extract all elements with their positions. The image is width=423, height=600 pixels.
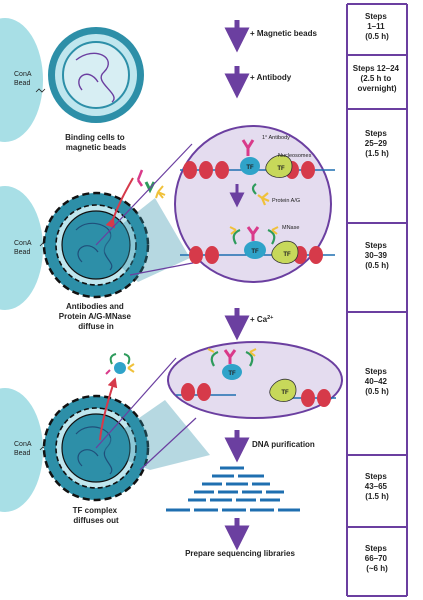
tf-secondary [271, 240, 299, 264]
caption-cell-3: TF complex diffuses out [73, 506, 120, 525]
bound-antibody [246, 226, 260, 241]
chromatin-2 [75, 222, 113, 271]
mnase-label: MNase [282, 225, 299, 231]
nucleosome [301, 161, 315, 179]
cell-1 [48, 27, 144, 123]
steps-12-24: Steps 12–24 (2.5 h to overnight) [353, 64, 402, 93]
nucleosome [309, 246, 323, 264]
tf-secondary [265, 154, 293, 178]
primary-antibody [241, 139, 255, 156]
flow-step-dna-purification: DNA purification [252, 440, 315, 449]
protein-ag-label: Protein A/G [272, 198, 300, 204]
mnase-arms [232, 228, 276, 245]
zoom-panel-1: TF TF 1° Antibody Nucleosomes Protein A/… [95, 125, 335, 283]
caption-cell-1: Binding cells to magnetic beads [65, 133, 127, 152]
nucleosome [181, 383, 195, 401]
bead-label-line: Bead [14, 249, 30, 256]
chromatin-1 [75, 52, 115, 103]
cona-bead-3 [0, 388, 43, 512]
tf2-label: TF [281, 390, 289, 396]
nucleosomes-label: Nucleosomes [278, 153, 312, 159]
steps-43-65: Steps 43–65 (1.5 h) [365, 472, 389, 501]
chromatin-3 [75, 426, 113, 475]
cell-2 [42, 169, 190, 299]
nucleosome [189, 246, 203, 264]
bead-label-line: Bead [14, 80, 30, 87]
nucleosome [317, 389, 331, 407]
steps-40-42: Steps 40–42 (0.5 h) [365, 367, 389, 396]
bead-label-line: Bead [14, 450, 30, 457]
tf-label: TF [246, 165, 254, 171]
released-complex [105, 353, 135, 375]
protein-ag-bound [229, 226, 279, 235]
steps-1-11: Steps 1–11 (0.5 h) [365, 12, 389, 41]
diffuse-in-arrow [105, 177, 134, 229]
tf-label: TF [228, 371, 236, 377]
cona-bead-1 [0, 18, 43, 142]
protein-ag-mnase [257, 192, 270, 206]
bead-link-1 [35, 88, 46, 93]
nucleosome [205, 246, 219, 264]
zoom-source-2 [96, 198, 190, 282]
caption-cell-2: Antibodies and Protein A/G-MNase diffuse… [59, 302, 133, 331]
dna-fragments [166, 466, 300, 512]
antibody-complex-1 [136, 169, 166, 199]
cona-bead-2 [0, 186, 43, 310]
flow-step-sequencing-libraries: Prepare sequencing libraries [185, 549, 295, 558]
tf-protein [244, 241, 266, 259]
flow: + Magnetic beads + Antibody + Ca2+ DNA p… [185, 20, 317, 558]
diffuse-out-arrow [99, 377, 118, 441]
tf-protein [222, 364, 242, 380]
tf2-label: TF [283, 252, 291, 258]
zoom-panel-2: TF TF [95, 341, 343, 471]
nucleosome [215, 161, 229, 179]
flow-step-magnetic-beads: + Magnetic beads [250, 29, 317, 38]
step-timeline: Steps 1–11 (0.5 h) Steps 12–24 (2.5 h to… [346, 3, 408, 597]
nucleosome [197, 383, 211, 401]
nucleosome [199, 161, 213, 179]
tf2-label: TF [277, 166, 285, 172]
flow-step-calcium: + Ca2+ [250, 315, 273, 324]
nucleosome [183, 161, 197, 179]
tf-protein [240, 157, 260, 175]
steps-66-70: Steps 66–70 (~6 h) [365, 544, 389, 573]
released-antibody [223, 349, 237, 364]
steps-25-29: Steps 25–29 (1.5 h) [365, 129, 389, 158]
steps-30-39: Steps 30–39 (0.5 h) [365, 241, 389, 270]
tf-secondary [269, 378, 297, 402]
nucleosome [301, 389, 315, 407]
zoom-source-3 [96, 400, 210, 470]
antibody-label: 1° Antibody [262, 135, 290, 141]
flow-step-antibody: + Antibody [250, 73, 292, 82]
tf-label: TF [251, 249, 259, 255]
